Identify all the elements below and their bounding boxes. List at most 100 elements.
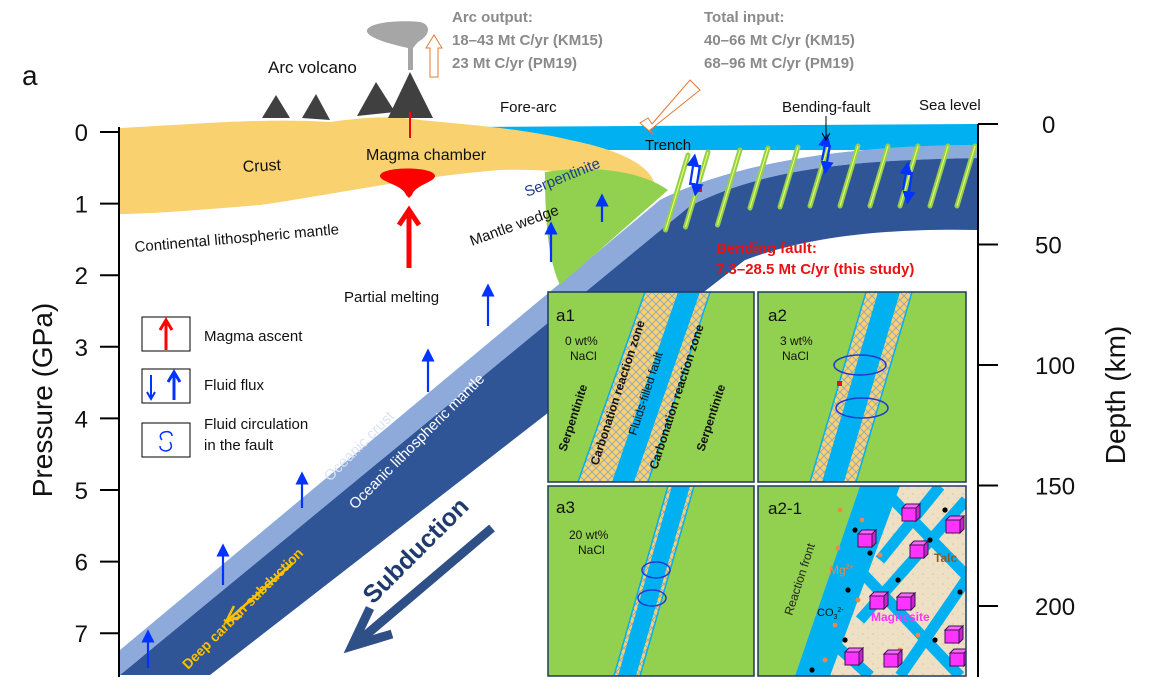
carbonate-ion-dot bbox=[867, 550, 873, 556]
continental-crust bbox=[120, 117, 655, 214]
bending-fault-flux-title: Bending fault: bbox=[716, 240, 817, 257]
subduction-arrow bbox=[343, 524, 495, 654]
bending-fault-core bbox=[956, 145, 976, 207]
mg-ion-dot bbox=[832, 622, 838, 628]
bending-fault-core bbox=[869, 145, 889, 207]
fluid-flux-arrows bbox=[141, 133, 916, 668]
mg-ion-dot bbox=[859, 517, 865, 523]
inset-a1-salinity-2: NaCl bbox=[570, 349, 597, 363]
mg-ion-dot bbox=[915, 632, 921, 638]
legend-fluid-circulation-2: in the fault bbox=[204, 437, 274, 454]
magnesite-crystal bbox=[943, 624, 965, 645]
fluid-down-arrow bbox=[902, 171, 916, 205]
fluid-down-arrow bbox=[690, 164, 704, 197]
pressure-tick-label: 2 bbox=[75, 263, 88, 290]
arc-volcano-label: Arc volcano bbox=[268, 58, 357, 77]
bending-fault-pointer-label: Bending-fault bbox=[782, 99, 871, 116]
panel-label: a bbox=[22, 60, 38, 91]
pressure-tick-label: 1 bbox=[75, 192, 88, 219]
sample-marker bbox=[697, 187, 702, 192]
magnesite-crystal bbox=[944, 514, 966, 535]
partial-melting-label: Partial melting bbox=[344, 289, 439, 306]
magnesite-crystal bbox=[856, 528, 878, 549]
inset-a2-1-title: a2-1 bbox=[768, 499, 802, 518]
pressure-tick-label: 3 bbox=[75, 335, 88, 362]
pressure-tick-label: 4 bbox=[75, 406, 88, 433]
bending-fault-core bbox=[779, 146, 799, 208]
mg-ion-label: Mg2+ bbox=[829, 563, 854, 577]
magma-chamber bbox=[380, 168, 435, 198]
pressure-tick-label: 5 bbox=[75, 478, 88, 505]
magnesite-label: Magnesite bbox=[871, 610, 930, 624]
fluid-up-arrow bbox=[818, 133, 832, 161]
bending-faults bbox=[663, 143, 978, 233]
legend-fluid-flux: Fluid flux bbox=[204, 377, 265, 394]
depth-tick-label: 200 bbox=[1035, 594, 1075, 621]
pressure-tick-label: 7 bbox=[75, 621, 88, 648]
inset-a2-salinity-1: 3 wt% bbox=[780, 334, 813, 348]
fluid-circulation-icon bbox=[141, 422, 191, 458]
bending-fault-core bbox=[809, 145, 829, 207]
arc-output-line-2: 23 Mt C/yr (PM19) bbox=[452, 55, 577, 72]
volcanic-plume bbox=[366, 21, 428, 70]
fluid-vein bbox=[875, 486, 945, 564]
arc-output-title: Arc output: bbox=[452, 9, 533, 26]
pressure-axis-title: Pressure (GPa) bbox=[27, 303, 58, 498]
fluid-vein bbox=[846, 556, 964, 676]
inset-a1-title: a1 bbox=[556, 306, 575, 325]
sea bbox=[470, 124, 978, 150]
carbonate-ion-dot bbox=[852, 527, 858, 533]
mg-ion-dot bbox=[822, 657, 828, 663]
pressure-tick-label: 0 bbox=[75, 120, 88, 147]
mantle-wedge bbox=[545, 169, 668, 285]
bending-fault-core bbox=[839, 145, 859, 207]
inset-a1 bbox=[548, 292, 754, 482]
bending-fault-core bbox=[929, 145, 949, 207]
mg-ion-dot bbox=[837, 507, 843, 513]
fluid-down-arrow bbox=[820, 144, 834, 175]
carbonate-ion-dot bbox=[809, 667, 815, 673]
carbonate-ion-label: CO32- bbox=[817, 607, 844, 621]
legend: Magma ascent Fluid flux Fluid circulatio… bbox=[141, 316, 308, 458]
depth-tick-label: 150 bbox=[1035, 474, 1075, 501]
carbonate-ion-dot bbox=[942, 507, 948, 513]
total-input-title: Total input: bbox=[704, 9, 785, 26]
inset-a2 bbox=[758, 292, 966, 482]
carbonate-ion-dot bbox=[927, 537, 933, 543]
magnesite-crystal bbox=[908, 539, 930, 560]
carbonate-ion-dot bbox=[842, 637, 848, 643]
fluid-vein bbox=[895, 576, 966, 676]
mg-ion-dot bbox=[835, 545, 841, 551]
inset-a1-salinity-1: 0 wt% bbox=[565, 334, 598, 348]
inset-a2-salinity-2: NaCl bbox=[782, 349, 809, 363]
fluid-up-arrow bbox=[686, 153, 700, 186]
bending-fault-core bbox=[665, 154, 689, 231]
legend-magma-ascent: Magma ascent bbox=[204, 328, 303, 345]
legend-fluid-circulation-1: Fluid circulation bbox=[204, 416, 308, 433]
arc-output-line-1: 18–43 Mt C/yr (KM15) bbox=[452, 32, 603, 49]
continental-mantle-label: Continental lithospheric mantle bbox=[134, 221, 340, 256]
inset-a3-salinity-2: NaCl bbox=[578, 543, 605, 557]
trench-label: Trench bbox=[645, 137, 691, 154]
fluid-flux-arrows-icon bbox=[141, 368, 191, 404]
arc-output-arrow bbox=[425, 34, 443, 78]
carbonate-ion-dot bbox=[957, 589, 963, 595]
carbonate-ion-dot bbox=[845, 587, 851, 593]
carbonate-ion-dot bbox=[932, 637, 938, 643]
magma-ascent-arrow bbox=[396, 205, 422, 268]
inset-a3 bbox=[548, 486, 754, 676]
magnesite-crystal bbox=[900, 502, 922, 523]
magnesite-crystal bbox=[843, 646, 865, 667]
inset-a3-title: a3 bbox=[556, 498, 575, 517]
magnesite-crystal bbox=[895, 591, 917, 612]
depth-tick-label: 100 bbox=[1035, 353, 1075, 380]
inset-a3-salinity-1: 20 wt% bbox=[569, 528, 609, 542]
carbonate-ion-dot bbox=[895, 577, 901, 583]
depth-axis-title: Depth (km) bbox=[1100, 326, 1131, 464]
inset-a2-title: a2 bbox=[768, 306, 787, 325]
pressure-tick-label: 6 bbox=[75, 550, 88, 577]
total-input-arrow bbox=[639, 79, 701, 136]
depth-tick-label: 50 bbox=[1035, 233, 1062, 260]
bending-fault-flux-value: 7.3–28.5 Mt C/yr (this study) bbox=[716, 261, 914, 278]
